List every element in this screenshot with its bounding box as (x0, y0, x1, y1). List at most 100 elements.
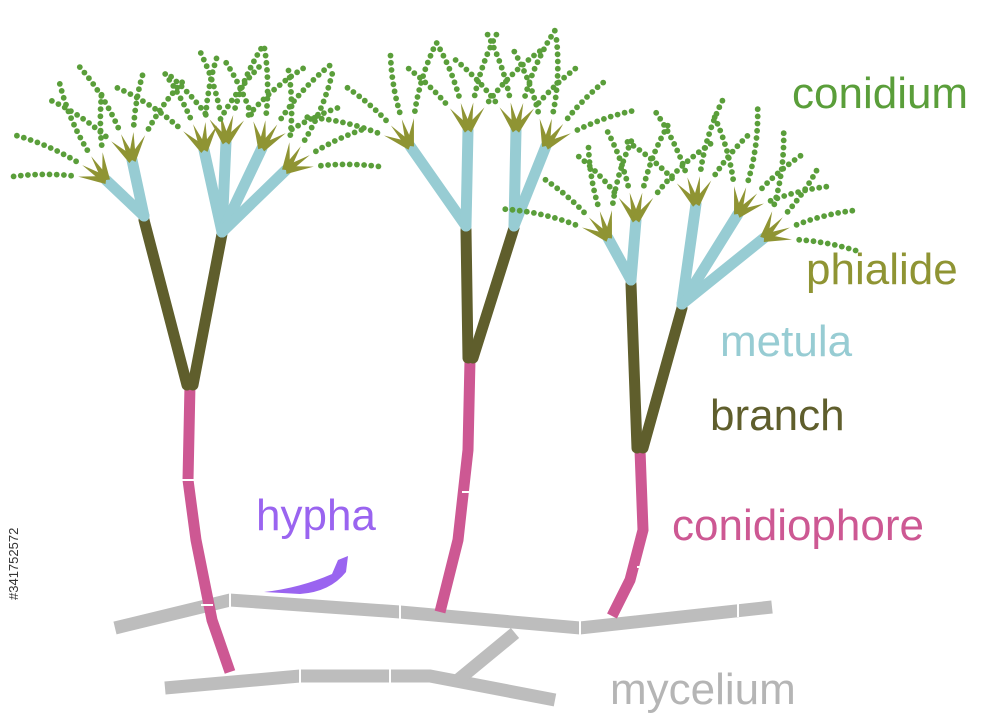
conidium (396, 109, 403, 116)
conidium (514, 55, 521, 61)
conidium (437, 46, 443, 53)
conidium (261, 45, 268, 52)
conidium (492, 98, 499, 105)
conidium (744, 133, 751, 139)
conidium (25, 172, 31, 178)
conidium (149, 119, 156, 126)
conidium (288, 125, 294, 131)
conidium (797, 152, 804, 159)
conidium (73, 158, 79, 165)
conidium (669, 175, 675, 182)
conidium (320, 98, 327, 105)
conidium (449, 72, 455, 79)
conidium (98, 135, 104, 141)
conidium (653, 109, 660, 116)
conidium (828, 211, 834, 218)
conidium (630, 142, 637, 149)
conidia-chains (10, 27, 859, 254)
phialide (632, 197, 654, 223)
conidium (780, 130, 787, 137)
conidium (361, 97, 368, 104)
conidium (493, 31, 500, 38)
conidium (754, 127, 760, 134)
conidium (411, 70, 418, 76)
conidium (288, 89, 294, 95)
conidium (594, 201, 601, 208)
conidium (661, 122, 667, 128)
conidium (594, 84, 601, 91)
conidium (405, 65, 412, 72)
conidium (540, 94, 547, 101)
conidium (511, 48, 518, 55)
conidium (74, 128, 80, 135)
conidium (589, 180, 596, 187)
conidium (173, 78, 180, 85)
conidium (594, 118, 601, 125)
conidium (611, 189, 618, 196)
conidium (327, 107, 334, 114)
conidium (587, 121, 594, 127)
phialide (512, 108, 534, 133)
conidium (133, 94, 140, 101)
conidium (606, 183, 613, 190)
conidium (592, 194, 599, 201)
conidium (581, 124, 587, 130)
conidium (602, 178, 608, 185)
conidium (473, 76, 480, 83)
conidium (90, 81, 97, 87)
conidium (388, 67, 395, 73)
conidium (453, 86, 460, 92)
conidium (77, 134, 84, 141)
conidium (132, 107, 139, 114)
conidium (387, 52, 394, 59)
conidium (581, 158, 588, 165)
conidium (295, 122, 301, 129)
phialide (736, 203, 764, 218)
conidium (264, 67, 270, 73)
conidium (413, 101, 419, 107)
conidium (61, 104, 68, 111)
conidium (481, 58, 488, 64)
conidium (533, 101, 540, 108)
conidium (49, 98, 55, 104)
label-conidiophore: conidiophore (672, 501, 924, 550)
conidium (509, 206, 516, 213)
conidium (611, 142, 617, 148)
conidium (354, 123, 360, 129)
conidium (764, 180, 770, 187)
conidium (518, 61, 524, 68)
conidium (331, 138, 338, 144)
conidium (251, 58, 257, 65)
conidium (727, 162, 734, 168)
conidium (213, 55, 220, 62)
conidium (339, 161, 346, 168)
conidium (553, 37, 560, 43)
conidium (304, 114, 311, 121)
conidium (393, 95, 399, 102)
branch-2a (460, 224, 474, 364)
conidium (213, 90, 219, 97)
conidium (152, 105, 159, 112)
conidium (68, 172, 74, 179)
phialide (734, 187, 747, 216)
conidium (98, 93, 105, 99)
conidium (234, 78, 240, 85)
conidium (14, 132, 20, 139)
conidium (308, 124, 315, 131)
conidium (589, 89, 596, 95)
phialide (102, 152, 110, 181)
conidium (334, 105, 341, 111)
conidium (607, 113, 614, 120)
conidium (641, 182, 647, 189)
conidium (288, 117, 295, 124)
conidium (552, 215, 558, 221)
conidium (554, 58, 561, 65)
conidium (264, 81, 271, 88)
conidium (174, 89, 180, 95)
conidium (158, 110, 164, 116)
conidium (494, 87, 501, 94)
conidium (256, 64, 262, 70)
conidiophore-stalks (182, 359, 649, 674)
conidium (374, 129, 381, 136)
conidium (389, 74, 396, 80)
